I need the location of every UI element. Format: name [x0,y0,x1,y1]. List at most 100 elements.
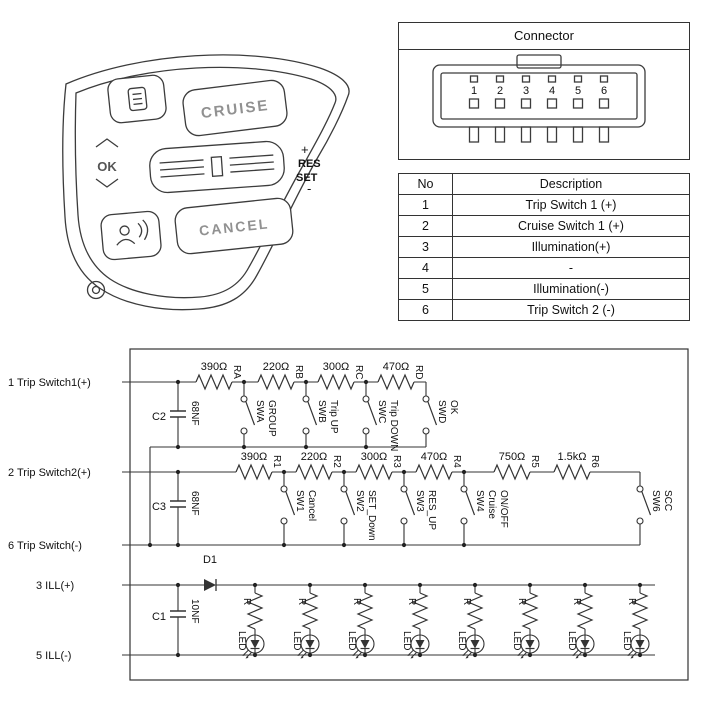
capacitor-c2-value: 68NF [189,401,200,425]
trip-switch-ground-rail: 6 Trip Switch(-) [8,540,640,552]
pin-desc-cell: Trip Switch 1 (+) [452,194,690,216]
switch-sw1-symbol [280,485,296,525]
led-label: LED [566,631,577,650]
switch-sw4-label2: ON/OFF [498,490,509,528]
trip-menu-icon [127,86,148,112]
table-row: 4 - [398,257,690,279]
resistor-rc-name: RC [353,365,364,379]
led-label: LED [236,631,247,650]
diode-d1-name: D1 [203,554,217,566]
res-set-labels: + RES SET - [296,142,321,196]
connector-pin-slots [468,75,610,109]
resistor-rd-name: RD [413,365,424,379]
illumination-branch: 3 ILL(+) 5 ILL(-) D1 C1 10NF R LED R LED… [36,554,655,662]
table-row: 1 Trip Switch 1 (+) [398,194,690,216]
cruise-button: CRUISE [182,79,288,137]
led-label: LED [456,631,467,650]
switch-sw3-name: SW3 [414,490,425,512]
switch-swb-symbol [302,395,318,435]
voice-button [100,210,162,261]
resistor-rb-value: 220Ω [263,361,290,373]
switch-sw2-name: SW2 [354,490,365,512]
led-label: LED [291,631,302,650]
switch-swd-name: SWD [436,400,447,423]
resistor-r1-value: 390Ω [241,451,268,463]
pin-number: 1 [471,85,477,97]
switch-sw4-name: SW4 [474,490,485,512]
capacitor-c2-name: C2 [152,411,166,423]
cancel-button-label: CANCEL [198,215,270,238]
capacitor-c3-value: 68NF [189,491,200,515]
resistor-rb-symbol [257,374,295,390]
switch-swb-label: Trip UP [328,400,339,434]
resistor-r5-name: R5 [529,455,540,468]
resistor-r6-value: 1.5kΩ [557,451,586,463]
connector-pin-numbers: 1 2 3 4 5 6 [471,85,607,97]
circuit-schematic: 1 Trip Switch1(+) C2 68NF 390Ω RA SWA GR… [8,348,689,681]
pin-no-cell: 1 [398,194,453,216]
resistor-r3-symbol [355,464,393,480]
switch-swa-name: SWA [254,400,265,423]
led-resistor-label: R [241,598,252,605]
pinout-header-row: No Description [398,173,690,195]
voice-icon [116,219,149,246]
capacitor-c1-symbol [169,610,187,618]
remote-outline [62,54,350,311]
line-label-ill-neg: 5 ILL(-) [36,650,71,662]
ok-button: OK [95,138,119,188]
resistor-ra-symbol [195,374,233,390]
resistor-r2-name: R2 [331,455,342,468]
resistor-r1-symbol [235,464,273,480]
switch-sw6-symbol [636,485,652,525]
led-resistor-label: R [351,598,362,605]
resistor-r4-name: R4 [451,455,462,468]
led-resistor-label: R [461,598,472,605]
resistor-ra-value: 390Ω [201,361,228,373]
pin-number: 3 [523,85,529,97]
pin-number: 4 [549,85,555,97]
led-resistor-label: R [406,598,417,605]
table-row: 3 Illumination(+) [398,236,690,258]
connector-box: Connector [398,22,690,160]
pin-desc-cell: Illumination(+) [452,236,690,258]
illumination-wires [122,584,655,656]
schematic-border [129,348,689,681]
pin-no-cell: 4 [398,257,453,279]
pin-desc-cell: Trip Switch 2 (-) [452,299,690,321]
connector-terminals [468,126,610,143]
switch-sw2-symbol [340,485,356,525]
capacitor-c1-name: C1 [152,611,166,623]
switch-swc-label: Trip DOWN [388,400,399,451]
line-label-trip-switch2: 2 Trip Switch2(+) [8,467,91,479]
switch-swc-name: SWC [376,400,387,423]
connector-panel: Connector [398,22,690,321]
resistor-r2-value: 220Ω [301,451,328,463]
line-label-trip-switch-gnd: 6 Trip Switch(-) [8,540,82,552]
resistor-r6-symbol [553,464,591,480]
resistor-rb-name: RB [293,365,304,379]
pin-desc-cell: Illumination(-) [452,278,690,300]
pin-number: 6 [601,85,607,97]
cancel-button: CANCEL [174,197,294,255]
led-resistor-label: R [626,598,637,605]
pin-no-cell: 6 [398,299,453,321]
res-plus-label: + [301,142,309,157]
resistor-r5-value: 750Ω [499,451,526,463]
led-label: LED [621,631,632,650]
pin-desc-cell: - [452,257,690,279]
diode-d1-symbol [204,579,217,591]
capacitor-c2-symbol [169,410,187,418]
resistor-rd-value: 470Ω [383,361,410,373]
switch-sw6-label: SCC [662,490,673,511]
switch-sw4-symbol [460,485,476,525]
rocker-grip-lines [159,154,275,178]
pin-number: 2 [497,85,503,97]
switch-swc-symbol [362,395,378,435]
resistor-r2-symbol [295,464,333,480]
table-row: 5 Illumination(-) [398,278,690,300]
connector-title: Connector [399,23,689,50]
pinout-table: No Description 1 Trip Switch 1 (+) 2 Cru… [398,173,690,321]
steering-wheel-illustration: CRUISE OK + RES SET - [62,54,350,311]
ok-button-label: OK [97,159,117,174]
led-label: LED [401,631,412,650]
